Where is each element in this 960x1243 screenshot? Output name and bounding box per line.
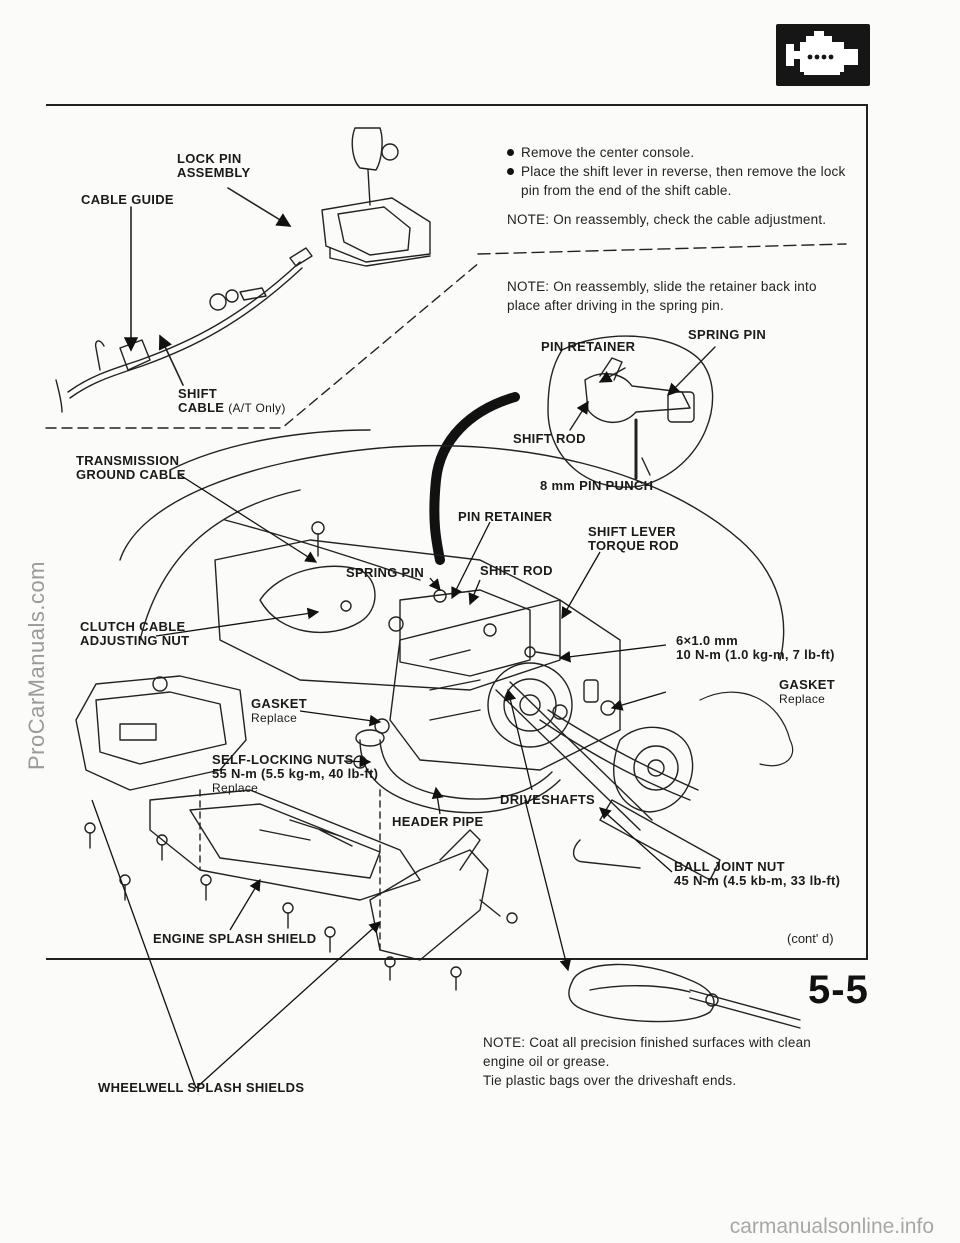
engine-section-icon xyxy=(776,24,870,86)
driveshaft xyxy=(495,681,699,831)
wheelwell-splash-shield-left xyxy=(75,675,247,791)
ball-joint-nut-label: BALL JOINT NUT 45 N-m (4.5 kb-m, 33 lb-f… xyxy=(674,859,841,888)
bagged-driveshaft-end xyxy=(568,963,801,1029)
note-coat-surfaces: NOTE: Coat all precision finished surfac… xyxy=(483,1035,811,1088)
wheelwell-splash-shields-label: WHEELWELL SPLASH SHIELDS xyxy=(98,1080,305,1095)
bottom-watermark: carmanualsonline.info xyxy=(729,1215,934,1238)
shift-lever-assembly xyxy=(321,127,431,267)
driveshafts-label: DRIVESHAFTS xyxy=(500,792,596,807)
frame-right-rule xyxy=(866,104,868,958)
page-number: 5-5 xyxy=(808,968,869,1012)
instruction-bullets: Remove the center console. Place the shi… xyxy=(507,143,847,200)
instruction-bullet: Remove the center console. xyxy=(507,143,847,162)
shift-cable-note: (A/T Only) xyxy=(228,401,286,415)
lock-pin-assembly-label: LOCK PIN ASSEMBLY xyxy=(177,151,251,180)
engine-splash-shield-label: ENGINE SPLASH SHIELD xyxy=(153,931,317,946)
note-retainer: NOTE: On reassembly, slide the retainer … xyxy=(507,279,817,313)
pin-punch-detail xyxy=(547,335,714,488)
header-pipe-label: HEADER PIPE xyxy=(392,814,484,829)
shift-lever-torque-rod-label: SHIFT LEVER TORQUE ROD xyxy=(588,524,679,553)
shift-rod-mid-label: SHIFT ROD xyxy=(480,563,553,578)
fasteners xyxy=(152,521,616,769)
continued-marker: (cont' d) xyxy=(787,931,834,946)
frame-top-rule xyxy=(46,104,868,106)
clutch-cable-adjusting-nut-label: CLUTCH CABLE ADJUSTING NUT xyxy=(80,619,190,648)
cable-guide-label: CABLE GUIDE xyxy=(81,192,174,207)
pin-retainer-top-label: PIN RETAINER xyxy=(541,339,636,354)
self-locking-nuts-label: SELF-LOCKING NUTS 55 N-m (5.5 kg-m, 40 l… xyxy=(212,752,379,796)
spring-pin-top-label: SPRING PIN xyxy=(688,327,767,342)
transmission-ground-cable-label: TRANSMISSION GROUND CABLE xyxy=(76,453,186,482)
transmission-case xyxy=(389,599,621,771)
spring-pin-mid-label: SPRING PIN xyxy=(346,565,425,580)
shift-rod-top-label: SHIFT ROD xyxy=(513,431,586,446)
knuckle-assembly xyxy=(573,726,721,881)
pin-retainer-mid-label: PIN RETAINER xyxy=(458,509,553,524)
shift-cable xyxy=(55,247,313,413)
gasket-left-label: GASKET Replace xyxy=(251,696,307,726)
shift-cable-label: SHIFT CABLE (A/T Only) xyxy=(178,386,286,416)
gasket-right-label: GASKET Replace xyxy=(779,677,835,707)
pin-punch-label: 8 mm PIN PUNCH xyxy=(540,478,654,493)
bolt-torque-spec-label: 6×1.0 mm 10 N-m (1.0 kg-m, 7 lb-ft) xyxy=(676,633,835,662)
frame-bottom-rule xyxy=(46,958,868,960)
instruction-bullet: Place the shift lever in reverse, then r… xyxy=(507,162,847,200)
wheelwell-splash-shield-right xyxy=(369,829,501,961)
note-cable-adjustment: NOTE: On reassembly, check the cable adj… xyxy=(507,212,827,227)
